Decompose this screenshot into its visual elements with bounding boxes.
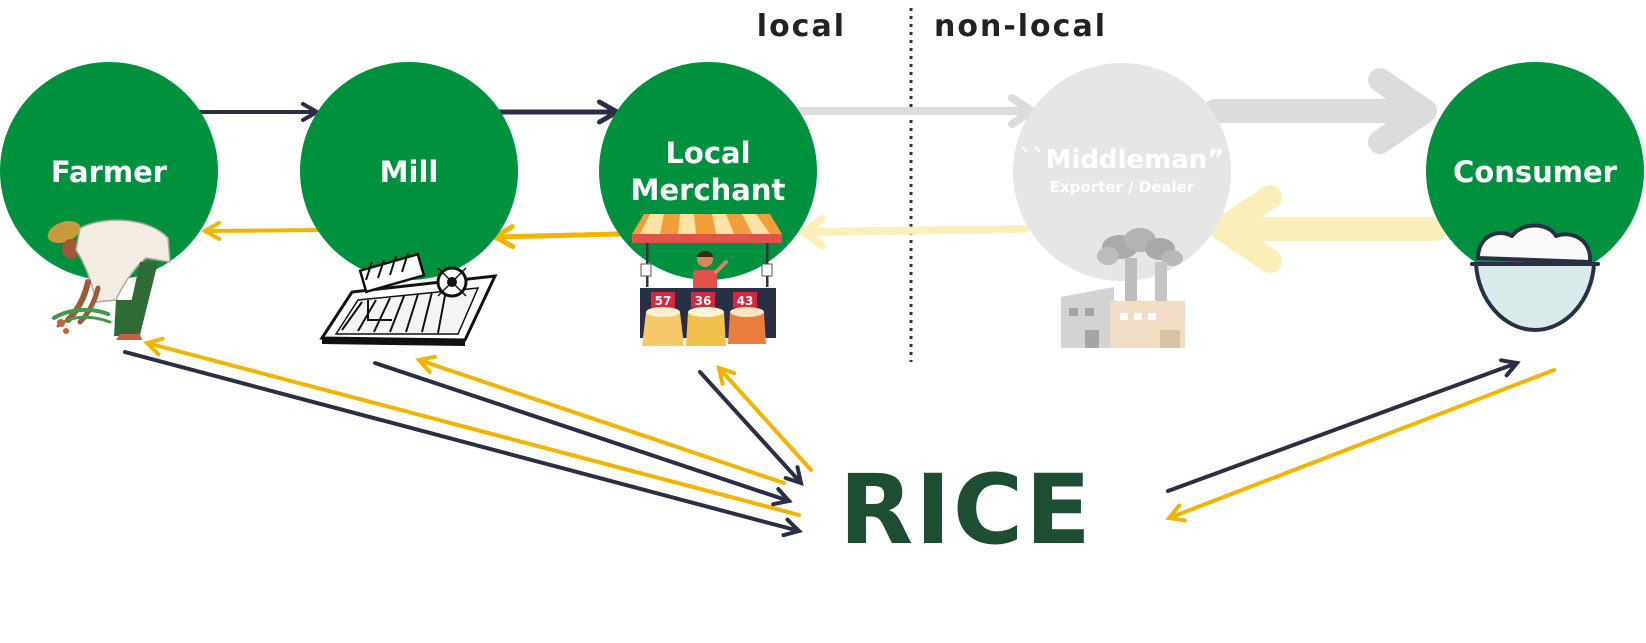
middleman-subtitle: Exporter / Dealer bbox=[1050, 178, 1195, 196]
merchant-node: Local Merchant bbox=[599, 62, 817, 280]
middleman-title: ``Middleman” bbox=[1020, 145, 1225, 175]
merchant-circle bbox=[599, 62, 817, 280]
merchant-label-line1: Local bbox=[665, 136, 750, 170]
mill-to-farmer-arrow bbox=[200, 220, 323, 241]
consumer-circle bbox=[1426, 62, 1644, 280]
merchant-to-rice-arrow bbox=[698, 370, 804, 486]
mill-machine-icon bbox=[319, 252, 498, 346]
rice-to-merchant-arrow bbox=[716, 365, 813, 472]
rice-to-mill-arrow bbox=[415, 354, 786, 485]
consumer-node: Consumer bbox=[1426, 62, 1644, 280]
farmer-node: Farmer bbox=[0, 62, 218, 280]
farmer-to-rice-arrow bbox=[123, 350, 803, 538]
factory-icon bbox=[1061, 228, 1185, 348]
rice-bowl-icon bbox=[1470, 223, 1600, 332]
middleman-node: ``Middleman” Exporter / Dealer bbox=[1013, 63, 1231, 281]
rice-to-farmer-arrow bbox=[143, 336, 801, 517]
price-tag-3-text: 43 bbox=[737, 294, 754, 308]
rice-label: RICE bbox=[839, 454, 1093, 566]
nonlocal-goods-arrow bbox=[796, 94, 1036, 128]
mill-to-rice-arrow bbox=[373, 361, 793, 507]
nonlocal-money-arrow bbox=[800, 215, 1029, 249]
price-tag-2-text: 36 bbox=[695, 294, 712, 308]
rice-to-consumer-arrow bbox=[1166, 358, 1521, 493]
mill-node: Mill bbox=[300, 62, 518, 280]
consumer-middleman-money-arrow bbox=[1210, 185, 1447, 273]
market-stall-icon: 57 36 43 bbox=[632, 214, 782, 346]
price-tag-2 bbox=[691, 292, 715, 308]
local-label: local bbox=[757, 9, 846, 44]
farmer-label: Farmer bbox=[51, 155, 168, 189]
farmer-icon bbox=[47, 219, 171, 340]
consumer-to-rice-arrow bbox=[1165, 368, 1556, 523]
merchant-label-line2: Merchant bbox=[631, 173, 786, 207]
consumer-label: Consumer bbox=[1453, 155, 1618, 189]
price-tag-1-text: 57 bbox=[655, 294, 672, 308]
farmer-circle bbox=[0, 62, 218, 280]
nonlocal-label: non-local bbox=[934, 9, 1107, 44]
consumer-middleman-goods-arrow bbox=[1203, 68, 1437, 154]
middleman-circle bbox=[1013, 63, 1231, 281]
mill-circle bbox=[300, 62, 518, 280]
price-tag-3 bbox=[733, 292, 757, 308]
merchant-to-mill-arrow bbox=[489, 224, 623, 250]
price-tag-1 bbox=[651, 292, 675, 308]
mill-label: Mill bbox=[380, 155, 439, 189]
